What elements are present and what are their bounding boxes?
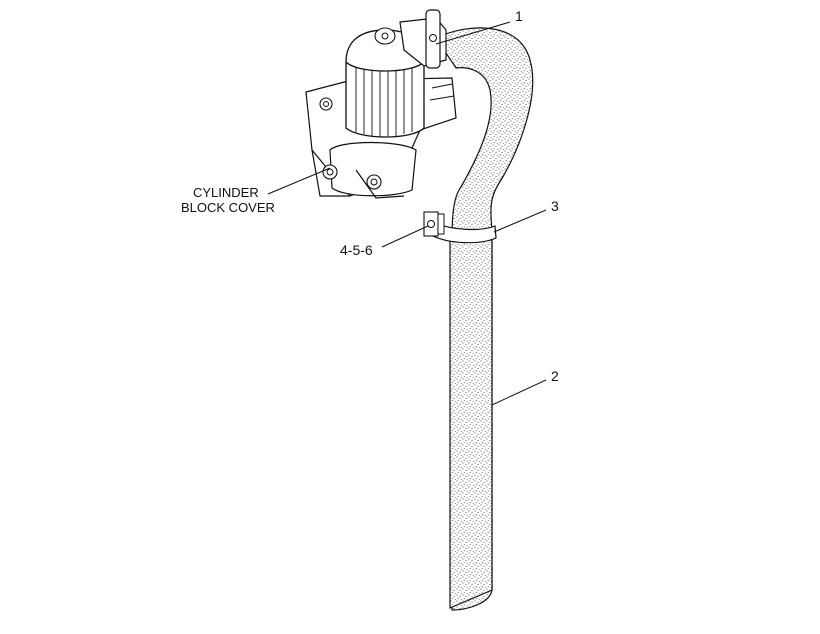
- clamp-bolt-part-4-5-6: [423, 211, 445, 237]
- callout-2: 2: [551, 368, 559, 384]
- hose-clamp-part-3: [432, 221, 497, 244]
- callout-1: 1: [515, 8, 523, 24]
- hose-lower-segment: [449, 239, 493, 609]
- callout-3: 3: [551, 198, 559, 214]
- breather-assembly-part-1: [305, 9, 457, 199]
- leader-cylinder-block-cover: [267, 167, 331, 195]
- leader-lines: [267, 21, 547, 406]
- leader-1: [435, 21, 511, 45]
- leader-3: [493, 209, 547, 233]
- callout-cylinder-line1: CYLINDER: [193, 185, 259, 200]
- callout-cylinder-line2: BLOCK COVER: [181, 200, 275, 215]
- leader-4-5-6: [381, 225, 429, 248]
- leader-2: [491, 379, 547, 406]
- callout-4-5-6: 4-5-6: [340, 242, 373, 258]
